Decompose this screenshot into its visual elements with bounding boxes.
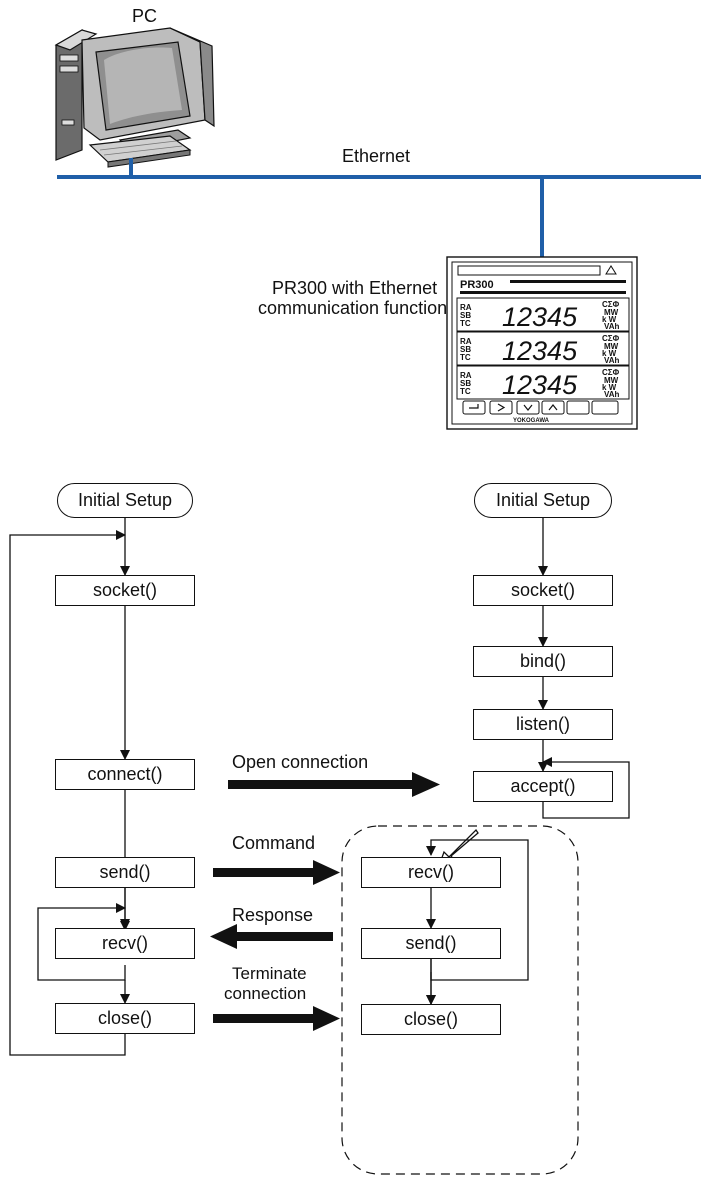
server-send-box: send() <box>361 928 501 959</box>
svg-text:RA: RA <box>460 371 472 380</box>
meter-maker-text: YOKOGAWA <box>513 418 550 424</box>
meter-brand-text: PR300 <box>460 279 494 291</box>
svg-text:SB: SB <box>460 345 471 354</box>
svg-text:RA: RA <box>460 337 472 346</box>
svg-text:MW: MW <box>604 376 619 385</box>
svg-text:k W: k W <box>602 315 617 324</box>
command-arrow <box>213 860 340 885</box>
pc-computer-icon <box>54 27 215 168</box>
svg-text:CΣΦ: CΣΦ <box>602 334 620 343</box>
svg-text:VAh: VAh <box>604 322 620 331</box>
terminate-label-line2: connection <box>224 984 307 1003</box>
client-connect-box: connect() <box>55 759 195 790</box>
command-label: Command <box>232 833 316 853</box>
server-initial-setup: Initial Setup <box>474 483 612 518</box>
server-close-box: close() <box>361 1004 501 1035</box>
server-listen-box: listen() <box>473 709 613 740</box>
meter-reading-3: 12345 <box>502 370 578 400</box>
svg-text:TC: TC <box>460 387 471 396</box>
terminate-label-line1: Terminate <box>232 964 307 983</box>
svg-text:VAh: VAh <box>604 390 620 399</box>
pc-label: PC <box>132 6 158 26</box>
client-initial-setup: Initial Setup <box>57 483 193 518</box>
meter-reading-2: 12345 <box>502 336 578 366</box>
server-accept-box: accept() <box>473 771 613 802</box>
server-bind-box: bind() <box>473 646 613 677</box>
meter-reading-1: 12345 <box>502 302 578 332</box>
client-close-box: close() <box>55 1003 195 1034</box>
client-socket-box: socket() <box>55 575 195 606</box>
svg-text:SB: SB <box>460 311 471 320</box>
session-region <box>341 825 579 1175</box>
terminate-arrow <box>213 1006 340 1031</box>
svg-text:TC: TC <box>460 319 471 328</box>
server-recv-box: recv() <box>361 857 501 888</box>
server-socket-box: socket() <box>473 575 613 606</box>
svg-text:CΣΦ: CΣΦ <box>602 368 620 377</box>
svg-text:SB: SB <box>460 379 471 388</box>
svg-text:TC: TC <box>460 353 471 362</box>
response-label: Response <box>232 905 314 925</box>
svg-text:MW: MW <box>604 342 619 351</box>
svg-text:k W: k W <box>602 349 617 358</box>
response-arrow <box>210 924 333 949</box>
client-recv-box: recv() <box>55 928 195 959</box>
ethernet-label: Ethernet <box>342 146 411 166</box>
client-send-box: send() <box>55 857 195 888</box>
svg-text:MW: MW <box>604 308 619 317</box>
open-connection-label: Open connection <box>232 752 369 772</box>
svg-text:k W: k W <box>602 383 617 392</box>
device-label-line1: PR300 with Ethernet <box>272 278 438 298</box>
svg-text:RA: RA <box>460 303 472 312</box>
svg-text:VAh: VAh <box>604 356 620 365</box>
open-connection-arrow <box>228 772 440 797</box>
svg-text:CΣΦ: CΣΦ <box>602 300 620 309</box>
device-label-line2: communication function <box>258 298 448 318</box>
